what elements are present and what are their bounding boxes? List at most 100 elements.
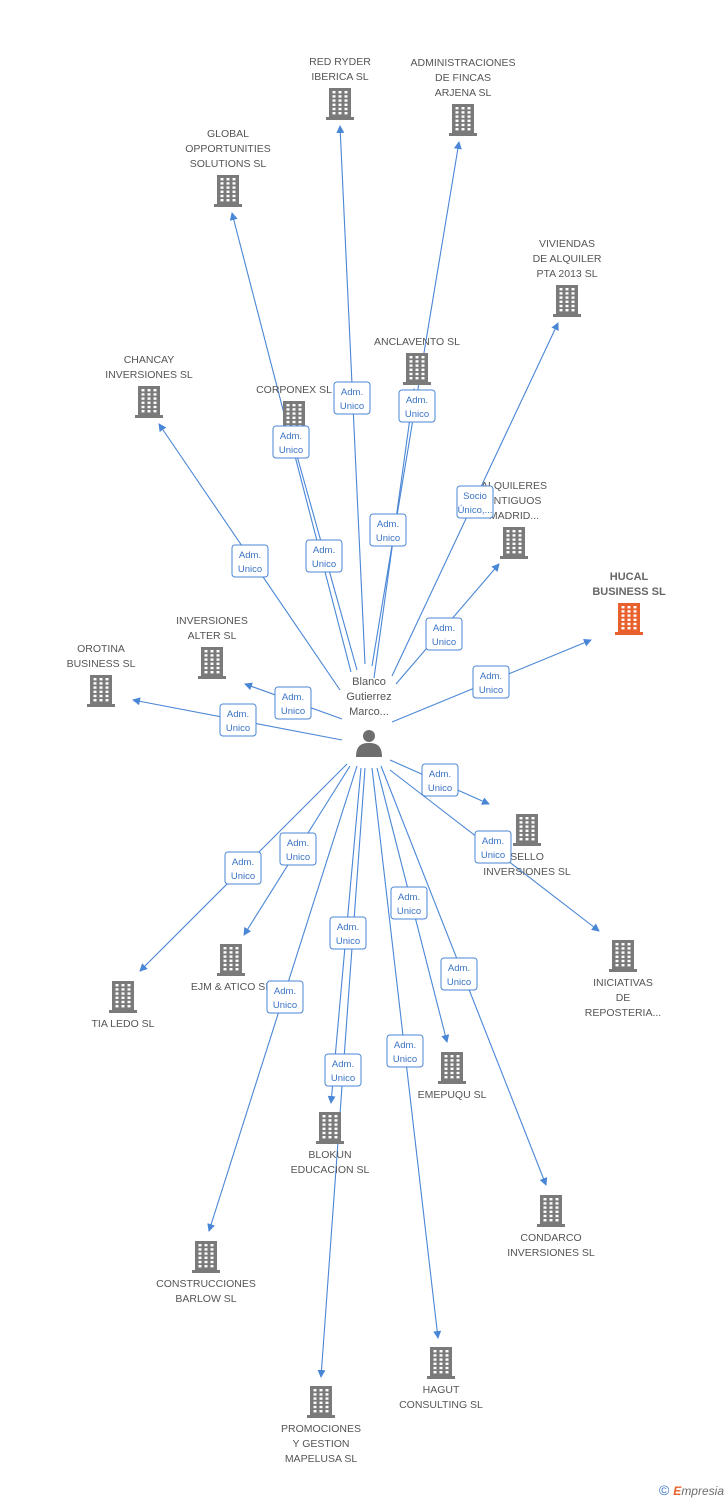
edge-role-label-orotina[interactable]: Adm. Unico: [219, 703, 257, 737]
edge-role-text: Unico: [238, 564, 262, 575]
edge-role-text: Unico: [336, 936, 360, 947]
company-name-line: EJM & ATICO SL: [191, 981, 271, 993]
company-name-line: MADRID...: [489, 510, 539, 522]
edge-role-text: Unico: [331, 1073, 355, 1084]
edge-role-label-inversiones-alter[interactable]: Adm.Unico: [274, 686, 312, 720]
building-icon: [135, 386, 163, 418]
person-name-line: Blanco: [352, 676, 386, 688]
edge-role-text: Adm.: [274, 986, 296, 997]
edge-role-text: Unico: [397, 906, 421, 917]
company-node-tia-ledo[interactable]: TIA LEDO SL: [91, 981, 155, 1030]
edge-role-label-tia-ledo[interactable]: Adm.Unico: [224, 851, 262, 885]
building-icon: [427, 1347, 455, 1379]
edge-role-label-ejm[interactable]: Adm.Unico: [279, 832, 317, 866]
building-icon: [87, 675, 115, 707]
company-name-line: INVERSIONES SL: [483, 866, 571, 878]
edge-role-label-hagut[interactable]: Adm.Unico: [386, 1034, 424, 1068]
edge-role-text: Adm.: [398, 892, 420, 903]
center-person[interactable]: BlancoGutierrezMarco...: [346, 676, 392, 757]
company-name-line: INVERSIONES: [176, 615, 248, 627]
edge-role-text: Unico: [340, 401, 364, 412]
edge-role-label-construcciones[interactable]: Adm.Unico: [266, 980, 304, 1014]
company-node-iniciativas[interactable]: INICIATIVAS DE REPOSTERIA...: [585, 940, 661, 1019]
edge-role-text: Adm.: [341, 387, 363, 398]
edge-role-label-promociones[interactable]: Adm. Unico: [324, 1053, 362, 1087]
edge-role-text: Unico: [432, 637, 456, 648]
company-name-line: RED RYDER: [309, 56, 371, 68]
edge-role-text: Adm.: [337, 922, 359, 933]
edge-role-text: Unico: [405, 409, 429, 420]
edge-role-text: Adm.: [482, 836, 504, 847]
company-node-ejm[interactable]: EJM & ATICO SL: [191, 944, 271, 993]
company-node-alquileres[interactable]: ALQUILERESANTIGUOSMADRID...: [481, 480, 547, 559]
edge-role-label-condarco[interactable]: Adm. Unico: [440, 957, 478, 991]
edge-role-label-sello[interactable]: Adm.Unico: [421, 763, 459, 797]
company-name-line: DE: [616, 992, 631, 1004]
edge-role-label-anclavento[interactable]: Adm. Unico: [398, 389, 436, 423]
edge-role-text: Adm.: [448, 963, 470, 974]
company-name-line: REPOSTERIA...: [585, 1007, 661, 1019]
edge-role-text: Adm.: [332, 1059, 354, 1070]
footer-brand: ©Empresia: [659, 1482, 724, 1498]
edge-role-text: Adm.: [406, 395, 428, 406]
company-name-line: OROTINA: [77, 643, 125, 655]
company-name-line: HAGUT: [423, 1384, 460, 1396]
building-icon: [609, 940, 637, 972]
company-name-line: DE FINCAS: [435, 72, 491, 84]
company-node-emepuqu[interactable]: EMEPUQU SL: [418, 1052, 487, 1101]
company-node-anclavento[interactable]: ANCLAVENTO SL: [374, 336, 460, 385]
edge-role-label-chancay[interactable]: Adm.Unico: [231, 544, 269, 578]
edge-role-label-hucal[interactable]: Adm.Unico: [472, 665, 510, 699]
building-icon: [449, 104, 477, 136]
building-icon: [326, 88, 354, 120]
building-icon: [438, 1052, 466, 1084]
building-icon: [316, 1112, 344, 1144]
edge-role-text: Unico: [447, 977, 471, 988]
edge-role-text: Adm.: [280, 431, 302, 442]
building-icon: [513, 814, 541, 846]
edge-labels-layer: Adm.UnicoAdm.UnicoAdm.UnicoSocioÚnico,..…: [219, 381, 512, 1087]
edge-role-label-viviendas[interactable]: SocioÚnico,...: [456, 485, 494, 519]
building-icon: [198, 647, 226, 679]
edge-role-text: Adm.: [377, 519, 399, 530]
edge-role-label-administraciones[interactable]: Adm.Unico: [369, 513, 407, 547]
person-icon: [356, 730, 382, 757]
company-name-line: GLOBAL: [207, 128, 249, 140]
edge-role-text: Unico: [393, 1054, 417, 1065]
edge-role-label-blokun[interactable]: Adm. Unico: [329, 916, 367, 950]
company-name-line: CHANCAY: [124, 354, 175, 366]
edge-role-label-emepuqu[interactable]: Adm. Unico: [390, 886, 428, 920]
company-name-line: INICIATIVAS: [593, 977, 653, 989]
edge-role-label-alquileres[interactable]: Adm.Unico: [425, 617, 463, 651]
edge-role-label-corponex[interactable]: Adm.Unico: [305, 539, 343, 573]
edge-role-text: Adm.: [227, 709, 249, 720]
edge-role-label-global[interactable]: Adm.Unico: [272, 425, 310, 459]
edge-role-text: Unico: [428, 783, 452, 794]
edge-role-label-red-ryder[interactable]: Adm. Unico: [333, 381, 371, 415]
building-icon: [553, 285, 581, 317]
building-icon: [217, 944, 245, 976]
edge-role-text: Unico: [281, 706, 305, 717]
edge-role-label-iniciativas[interactable]: Adm.Unico: [474, 830, 512, 864]
company-name-line: MAPELUSA SL: [285, 1453, 358, 1465]
edge-role-text: Unico: [226, 723, 250, 734]
building-icon: [500, 527, 528, 559]
building-icon: [615, 603, 643, 635]
company-name-line: PROMOCIONES: [281, 1423, 361, 1435]
